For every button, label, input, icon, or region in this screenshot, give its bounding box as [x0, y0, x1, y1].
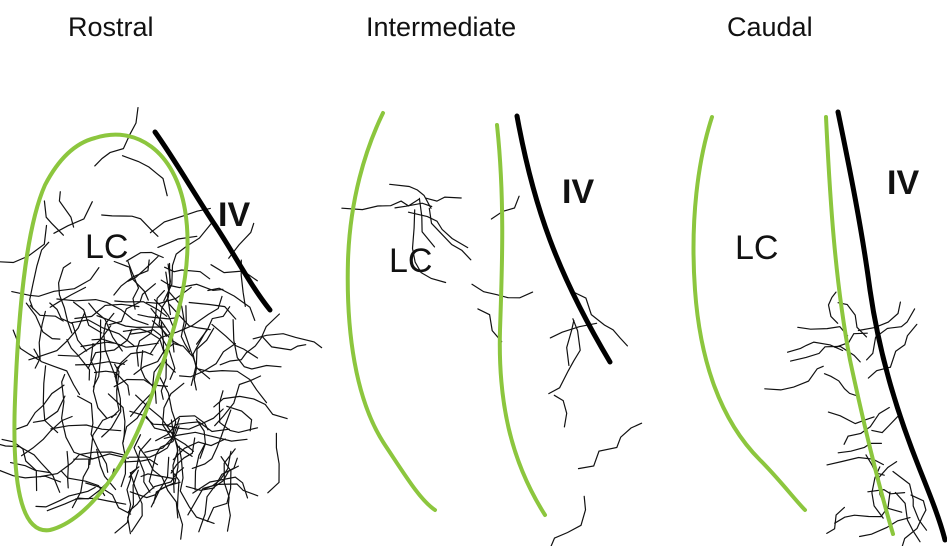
fiber: [91, 344, 107, 419]
fiber: [220, 352, 246, 364]
fiber: [491, 196, 519, 219]
fiber: [838, 443, 881, 452]
fiber: [858, 302, 900, 330]
fiber: [554, 395, 566, 427]
lc-label-rostral: LC: [85, 228, 128, 266]
fiber: [193, 477, 248, 498]
ventricle-border-intermediate: [517, 116, 610, 362]
fiber: [158, 236, 197, 247]
fiber: [114, 380, 167, 387]
fiber: [212, 324, 258, 358]
fiber: [195, 444, 205, 490]
fiber-network-rostral: [0, 108, 322, 540]
panel-caudal: LC IV: [694, 112, 945, 546]
fiber: [419, 198, 434, 247]
fiber: [395, 203, 432, 208]
lc-label-caudal: LC: [735, 229, 778, 267]
lc-label-intermediate: LC: [389, 242, 432, 280]
fiber: [872, 413, 901, 432]
fiber: [189, 303, 236, 320]
fiber: [765, 366, 823, 390]
fiber: [43, 366, 57, 433]
fiber: [188, 484, 258, 515]
fiber: [0, 226, 46, 274]
fiber: [253, 334, 321, 348]
fiber: [798, 327, 848, 336]
fiber: [902, 495, 926, 546]
fiber: [51, 425, 121, 431]
fiber: [533, 496, 586, 546]
fiber: [95, 371, 130, 395]
fiber: [134, 435, 150, 493]
fiber: [879, 462, 902, 513]
iv-label-intermediate: IV: [562, 173, 594, 211]
fiber: [14, 385, 65, 430]
fiber: [426, 197, 461, 201]
fiber: [429, 208, 471, 259]
fiber: [827, 507, 845, 533]
fiber: [150, 208, 210, 232]
fiber: [571, 291, 627, 346]
panel-rostral: LC IV: [0, 108, 322, 540]
fiber: [50, 287, 85, 307]
fiber: [835, 333, 867, 347]
fiber: [67, 452, 68, 488]
lc-outline-caudal-right: [826, 117, 893, 534]
fiber: [104, 313, 119, 390]
fiber: [567, 321, 574, 366]
fiber: [199, 466, 239, 532]
fiber: [50, 303, 87, 351]
fiber: [579, 423, 642, 468]
fiber: [78, 396, 108, 472]
iv-label-rostral: IV: [218, 196, 250, 234]
fiber: [549, 319, 580, 394]
lc-outline-caudal-left: [694, 117, 805, 510]
fiber: [829, 292, 838, 323]
fiber: [860, 518, 910, 537]
panel-intermediate: LC IV: [342, 113, 642, 546]
fiber: [828, 412, 874, 424]
fiber: [59, 192, 73, 227]
fiber: [268, 433, 279, 493]
fiber: [208, 288, 255, 320]
fiber: [115, 467, 139, 533]
lc-outline-intermediate-right: [497, 125, 545, 515]
lc-outline-intermediate-left: [348, 113, 435, 510]
fiber: [40, 452, 123, 477]
iv-label-caudal: IV: [887, 164, 919, 202]
fiber: [0, 470, 61, 482]
fiber: [123, 156, 168, 196]
fiber: [130, 473, 142, 532]
fiber: [868, 490, 905, 494]
fiber: [115, 352, 153, 377]
fiber-network-intermediate: [342, 184, 642, 546]
fiber: [895, 493, 920, 542]
fiber: [62, 375, 92, 459]
fiber: [76, 498, 126, 504]
